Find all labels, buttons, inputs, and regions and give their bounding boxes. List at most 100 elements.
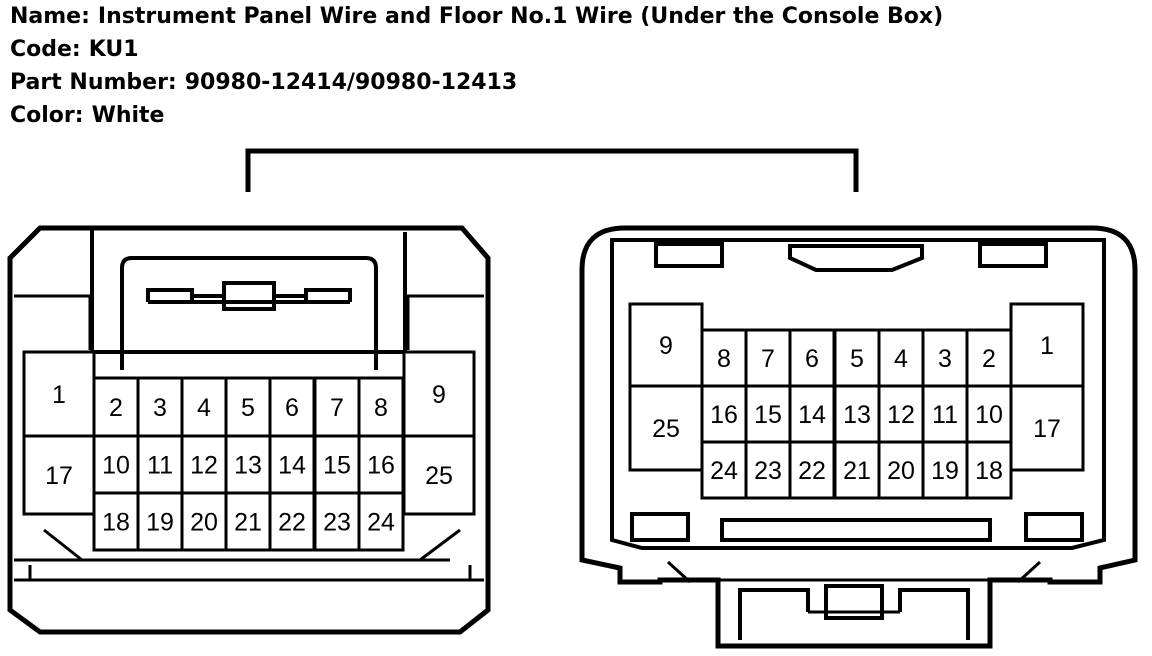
code-line: Code: KU1 [10, 35, 943, 68]
left-pin-label: 12 [190, 452, 218, 480]
code-label: Code: [10, 37, 81, 62]
right-cavity-23 [744, 440, 792, 500]
left-pin-label: 22 [278, 509, 306, 537]
left-bottom-rails [14, 528, 484, 582]
left-pin-label: 23 [323, 509, 351, 537]
part-number-label: Part Number: [10, 70, 177, 95]
right-lower-frame [666, 560, 1042, 584]
left-cavity-3 [136, 376, 184, 438]
left-cavity-17 [22, 434, 96, 516]
right-cavity-11 [921, 384, 969, 444]
left-pin-label: 14 [278, 452, 306, 480]
right-cavity-18 [965, 440, 1013, 500]
right-inner-wall [610, 238, 1106, 550]
right-pin-label: 22 [798, 457, 826, 485]
left-latch-frame [90, 228, 407, 354]
right-pin-label: 14 [798, 401, 826, 429]
right-pin-label: 20 [887, 457, 915, 485]
name-label: Name: [10, 4, 90, 29]
left-latch-lock [146, 288, 352, 302]
left-cavity-19 [136, 491, 184, 552]
right-pin-label: 5 [850, 345, 864, 373]
left-pin-label: 2 [109, 394, 123, 422]
left-pin-label: 11 [147, 452, 173, 480]
right-cavity-10 [965, 384, 1013, 444]
right-pin-label: 8 [717, 345, 731, 373]
left-pin-label: 13 [234, 452, 262, 480]
left-cavity-6 [268, 376, 316, 438]
left-pin-label: 25 [425, 462, 453, 490]
left-pin-label: 20 [190, 509, 218, 537]
left-cavity-5 [224, 376, 272, 438]
right-pin-label: 7 [761, 345, 775, 373]
code-value: KU1 [88, 37, 139, 62]
right-lock-frame [738, 588, 970, 640]
left-pin-label: 17 [45, 462, 73, 490]
right-cavity-21 [833, 440, 881, 500]
right-cavity-6 [788, 328, 836, 388]
left-pin-label: 18 [102, 509, 130, 537]
left-pin-label: 9 [432, 381, 446, 409]
right-pin-label: 19 [931, 457, 959, 485]
right-pin-label: 23 [754, 457, 782, 485]
left-pin-label: 6 [285, 394, 299, 422]
name-value: Instrument Panel Wire and Floor No.1 Wir… [97, 4, 944, 29]
color-value: White [91, 103, 165, 128]
part-number-line: Part Number: 90980-12414/90980-12413 [10, 68, 943, 101]
right-cavity-14 [788, 384, 836, 444]
left-cavity-25 [402, 434, 476, 516]
left-pin-grid: 2101831119412205132161422715238162411792… [22, 350, 476, 552]
left-latch-tab [222, 281, 276, 311]
right-housing-outline [579, 225, 1138, 649]
right-cavity-17 [1009, 384, 1085, 472]
right-pin-label: 9 [659, 332, 673, 360]
left-shoulder-right [406, 294, 484, 350]
color-line: Color: White [10, 101, 943, 134]
color-label: Color: [10, 103, 84, 128]
left-cavity-9 [402, 350, 476, 438]
left-cavity-14 [268, 434, 316, 495]
right-pin-label: 6 [805, 345, 819, 373]
right-pin-label: 1 [1040, 332, 1054, 360]
right-cavity-19 [921, 440, 969, 500]
right-pin-label: 15 [754, 401, 782, 429]
left-pin-label: 24 [367, 509, 395, 537]
left-pin-label: 10 [102, 452, 130, 480]
right-pin-label: 3 [938, 345, 952, 373]
left-connector [7, 225, 491, 635]
right-pin-grid: 8162471523614225132141220311192101892511… [628, 302, 1085, 500]
right-pin-label: 25 [652, 415, 680, 443]
left-cavity-21 [224, 491, 272, 552]
right-cavity-9 [628, 302, 704, 388]
part-number-value: 90980-12414/90980-12413 [184, 70, 518, 95]
right-pin-label: 13 [843, 401, 871, 429]
left-pin-label: 21 [234, 509, 262, 537]
left-pin-label: 3 [153, 394, 167, 422]
left-pin-label: 16 [367, 452, 395, 480]
mating-bracket [245, 148, 859, 192]
right-top-latch [788, 244, 924, 272]
right-pin-label: 12 [887, 401, 915, 429]
right-lock-tab [824, 584, 884, 620]
right-pin-label: 21 [843, 457, 871, 485]
right-connector [579, 225, 1138, 649]
left-cavity-18 [92, 491, 140, 552]
left-pin-label: 8 [374, 394, 388, 422]
right-pin-label: 2 [982, 345, 996, 373]
right-cavity-25 [628, 384, 704, 472]
right-cavity-24 [700, 440, 748, 500]
right-pin-label: 18 [975, 457, 1003, 485]
right-pin-label: 10 [975, 401, 1003, 429]
left-shoulder-left [14, 294, 92, 350]
right-bottom-slots [630, 512, 1084, 542]
left-pin-label: 19 [146, 509, 174, 537]
left-pin-label: 15 [323, 452, 351, 480]
right-cavity-1 [1009, 302, 1085, 388]
name-line: Name: Instrument Panel Wire and Floor No.… [10, 2, 943, 35]
left-cavity-22 [268, 491, 316, 552]
right-pin-label: 24 [710, 457, 738, 485]
left-pin-label: 5 [241, 394, 255, 422]
right-cavity-20 [877, 440, 925, 500]
left-cavity-12 [180, 434, 228, 495]
